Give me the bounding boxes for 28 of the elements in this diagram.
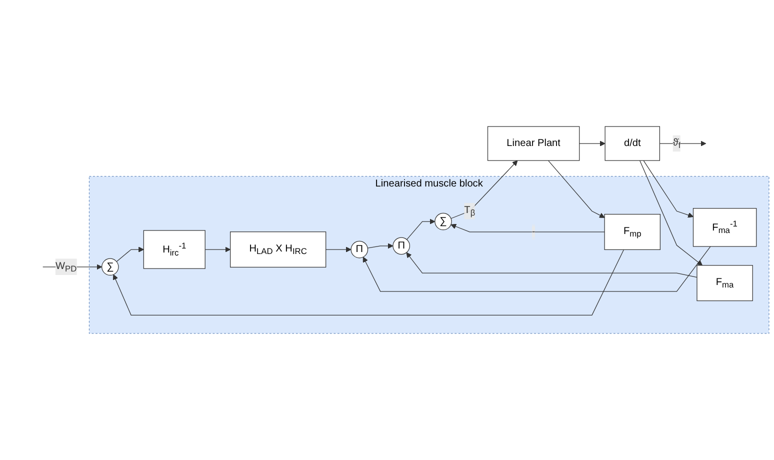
arrow <box>112 249 624 316</box>
arrow <box>639 160 703 266</box>
node-circle: ∑ <box>434 212 452 230</box>
arrow <box>367 243 394 249</box>
node-box: Linear Plant <box>487 126 580 161</box>
arrow <box>548 160 605 218</box>
arrow <box>326 246 352 252</box>
node-circle: Π <box>392 237 410 255</box>
arrow <box>204 246 231 252</box>
arrow <box>406 218 436 240</box>
arrow <box>643 160 694 218</box>
arrow <box>450 224 605 232</box>
arrow <box>579 140 606 146</box>
arrow <box>450 160 518 219</box>
arrow <box>362 246 711 292</box>
node-circle: ∑ <box>102 258 119 276</box>
edge-label: T$_{β}$ <box>464 204 476 218</box>
arrow <box>659 140 706 146</box>
edge-label: ϑ̇$_{f}$ <box>672 137 681 150</box>
edge-label: - <box>532 226 536 237</box>
edge-label: W$_{PD}$ <box>55 260 77 274</box>
arrow <box>116 246 144 262</box>
arrow <box>406 252 698 278</box>
node-box: H$_{LAD}$ X H$_{IRC}$ <box>230 232 326 268</box>
node-circle: Π <box>350 240 368 258</box>
node-box: d/dt <box>604 126 660 161</box>
node-box: F$_{ma}$ <box>696 265 753 302</box>
node-box: F$_{mp}$ <box>604 214 661 250</box>
